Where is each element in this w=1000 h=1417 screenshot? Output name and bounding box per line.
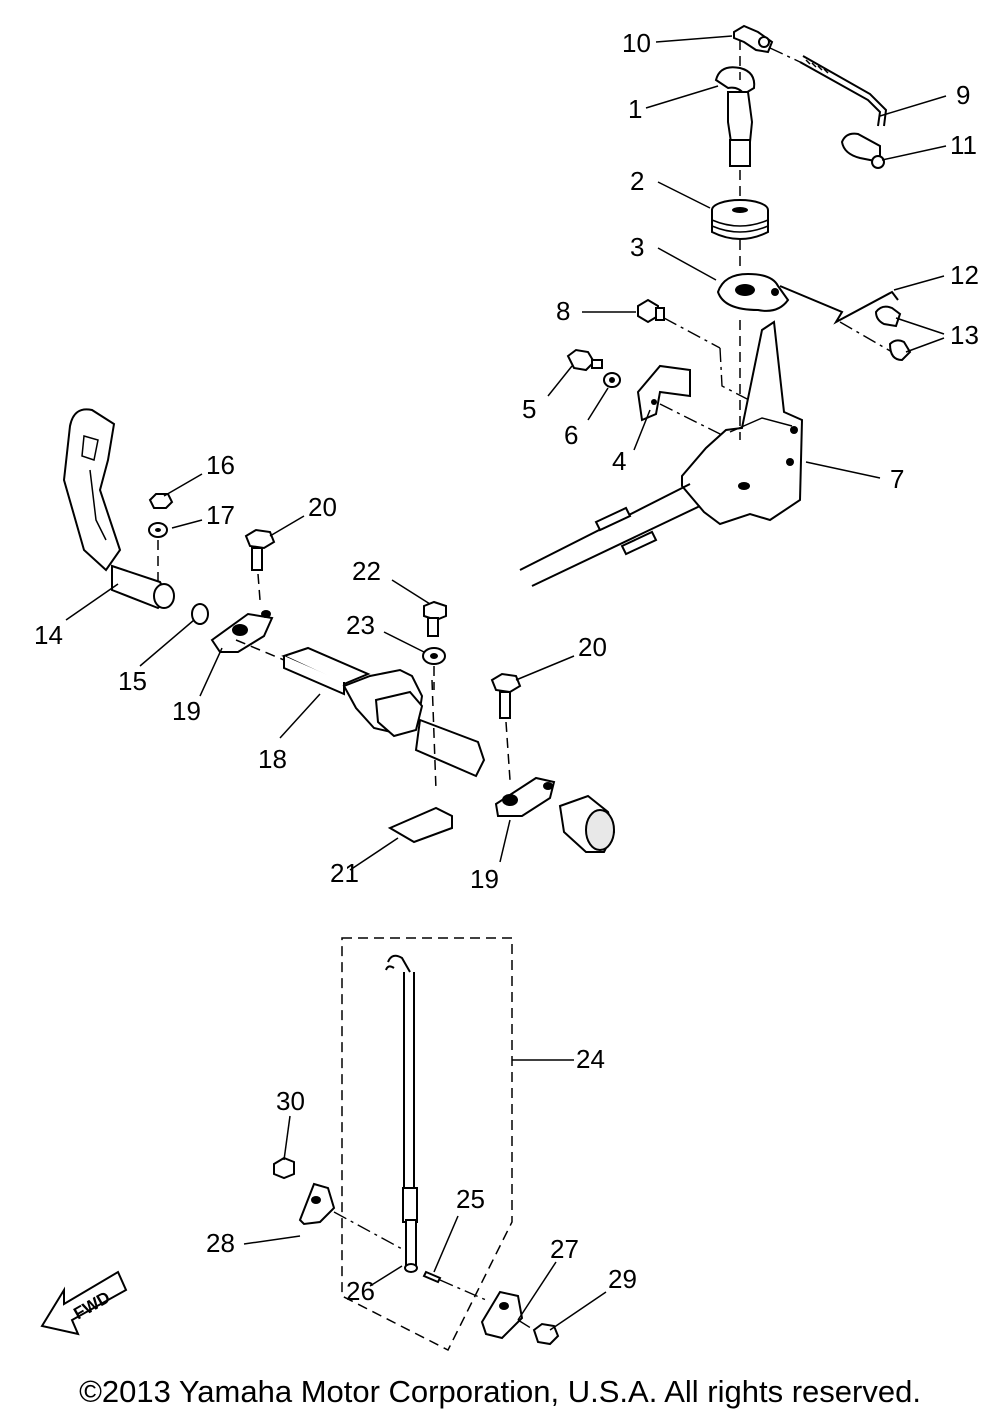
callout-2: 2 [630,166,644,196]
part-19b-bracket [494,776,556,817]
callout-11: 11 [950,130,977,160]
part-21-plate [387,806,453,844]
callout-21: 21 [330,858,359,888]
leader-lines [65,35,947,1331]
callout-13: 13 [950,320,979,350]
callout-12: 12 [950,260,979,290]
callout-20a: 20 [308,492,337,522]
callout-24: 24 [576,1044,605,1074]
part-17-washer [148,522,168,584]
part-11-joint [840,132,885,169]
part-20a-bolt [244,528,276,601]
callout-4: 4 [612,446,626,476]
part-19a-bracket [210,610,274,653]
part-9-rod [769,47,888,127]
callout-29: 29 [608,1264,637,1294]
part-1-lever [714,40,756,167]
callout-1: 1 [628,94,642,124]
callout-19a: 19 [172,696,201,726]
part-23-washer [422,647,446,690]
callout-25: 25 [456,1184,485,1214]
part-29-bolt [517,1319,560,1346]
callout-27: 27 [550,1234,579,1264]
callout-30: 30 [276,1086,305,1116]
callout-18: 18 [258,744,287,774]
callout-10: 10 [622,28,651,58]
callout-numbers: 10 1 9 11 2 3 12 8 13 5 6 4 7 16 17 20 2… [34,28,979,1306]
part-13-joints [874,305,912,362]
part-5-screw [566,348,603,372]
part-20b-bolt [490,672,522,781]
part-24-rod [385,954,418,1273]
callout-7: 7 [890,464,904,494]
part-2-pulley [711,170,769,240]
callout-20b: 20 [578,632,607,662]
callout-8: 8 [556,296,570,326]
callout-17: 17 [206,500,235,530]
part-14-handle [62,408,175,610]
callout-16: 16 [206,450,235,480]
part-15-ring [191,603,209,625]
part-10-clip [733,24,774,54]
part-18-shaft [235,639,486,791]
callout-26: 26 [346,1276,375,1306]
part-24-box [341,937,513,1352]
part-16-screw [148,493,174,509]
part-27-joint [480,1290,524,1340]
copyright-notice: ©2013 Yamaha Motor Corporation, U.S.A. A… [79,1374,921,1409]
part-4-bracket [636,364,733,441]
callout-14: 14 [34,620,63,650]
part-12-link-rod [779,285,899,353]
grip-cap [558,794,616,853]
part-3-cam [716,240,790,312]
callout-19b: 19 [470,864,499,894]
callout-9: 9 [956,80,970,110]
callout-6: 6 [564,420,578,450]
part-25-pin [422,1270,487,1301]
fwd-arrow-icon: FWD [40,1270,128,1336]
callout-23: 23 [346,610,375,640]
callout-22: 22 [352,556,381,586]
throttle-cables [519,483,701,587]
part-30-nut [273,1156,295,1180]
part-6-washer [603,372,621,388]
callout-5: 5 [522,394,536,424]
callout-28: 28 [206,1228,235,1258]
part-28-joint [298,1182,405,1251]
callout-3: 3 [630,232,644,262]
callout-15: 15 [118,666,147,696]
part-22-bolt [423,600,447,637]
part-7-bracket [681,320,804,526]
